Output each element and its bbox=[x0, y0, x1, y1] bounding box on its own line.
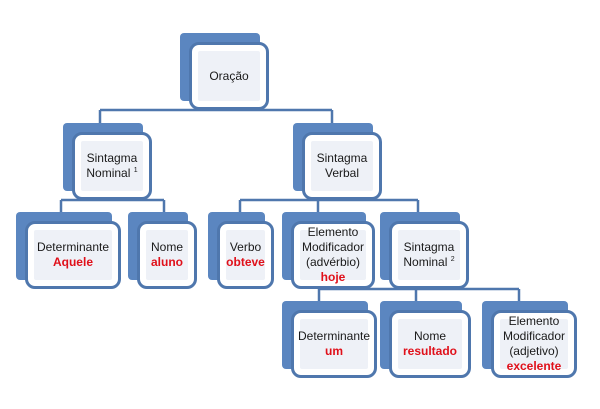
node-determinante-1: Determinante Aquele bbox=[16, 212, 121, 289]
node-label-line3: (adjetivo) bbox=[509, 344, 559, 358]
word-aquele: Aquele bbox=[52, 255, 93, 269]
word-aluno: aluno bbox=[151, 255, 183, 269]
node-label: Elemento bbox=[508, 314, 560, 328]
node-label: Oração bbox=[209, 68, 249, 83]
node-oracao: Oração bbox=[180, 33, 269, 110]
node-determinante-2: Determinante um bbox=[282, 301, 377, 378]
node-label-line3: (advérbio) bbox=[305, 255, 361, 269]
node-sintagma-verbal: Sintagma Verbal bbox=[293, 123, 382, 200]
node-label: Sintagma bbox=[403, 240, 455, 254]
node-label: Nome bbox=[150, 240, 183, 254]
word-obteve: obteve bbox=[226, 255, 265, 269]
word-resultado: resultado bbox=[402, 344, 457, 358]
word-um: um bbox=[325, 344, 343, 358]
node-sintagma-nominal-2: Sintagma Nominal 2 bbox=[380, 212, 469, 289]
node-label-line2: Nominal bbox=[403, 255, 448, 269]
word-hoje: hoje bbox=[320, 270, 346, 284]
node-nome-1: Nome aluno bbox=[128, 212, 197, 289]
node-label: Verbo bbox=[229, 240, 262, 254]
superscript-1: 1 bbox=[133, 167, 138, 174]
node-label-line2: Modificador bbox=[301, 240, 365, 254]
node-label-line2: Modificador bbox=[502, 329, 566, 343]
node-elemento-modificador-adjetivo: Elemento Modificador (adjetivo) excelent… bbox=[482, 301, 577, 378]
node-nome-2: Nome resultado bbox=[380, 301, 471, 378]
node-label: Sintagma bbox=[316, 151, 368, 165]
word-excelente: excelente bbox=[506, 359, 562, 373]
node-label: Determinante bbox=[36, 240, 110, 254]
node-label: Nome bbox=[413, 329, 446, 343]
node-label: Elemento bbox=[307, 225, 359, 239]
superscript-2: 2 bbox=[450, 256, 455, 263]
node-label: Determinante bbox=[297, 329, 371, 343]
node-label-line2: Verbal bbox=[324, 166, 360, 180]
node-label: Sintagma bbox=[86, 151, 138, 165]
node-elemento-modificador-adverbio: Elemento Modificador (advérbio) hoje bbox=[282, 212, 375, 289]
node-label-line2: Nominal bbox=[86, 166, 131, 180]
node-sintagma-nominal-1: Sintagma Nominal 1 bbox=[63, 123, 152, 200]
node-verbo: Verbo obteve bbox=[208, 212, 274, 289]
